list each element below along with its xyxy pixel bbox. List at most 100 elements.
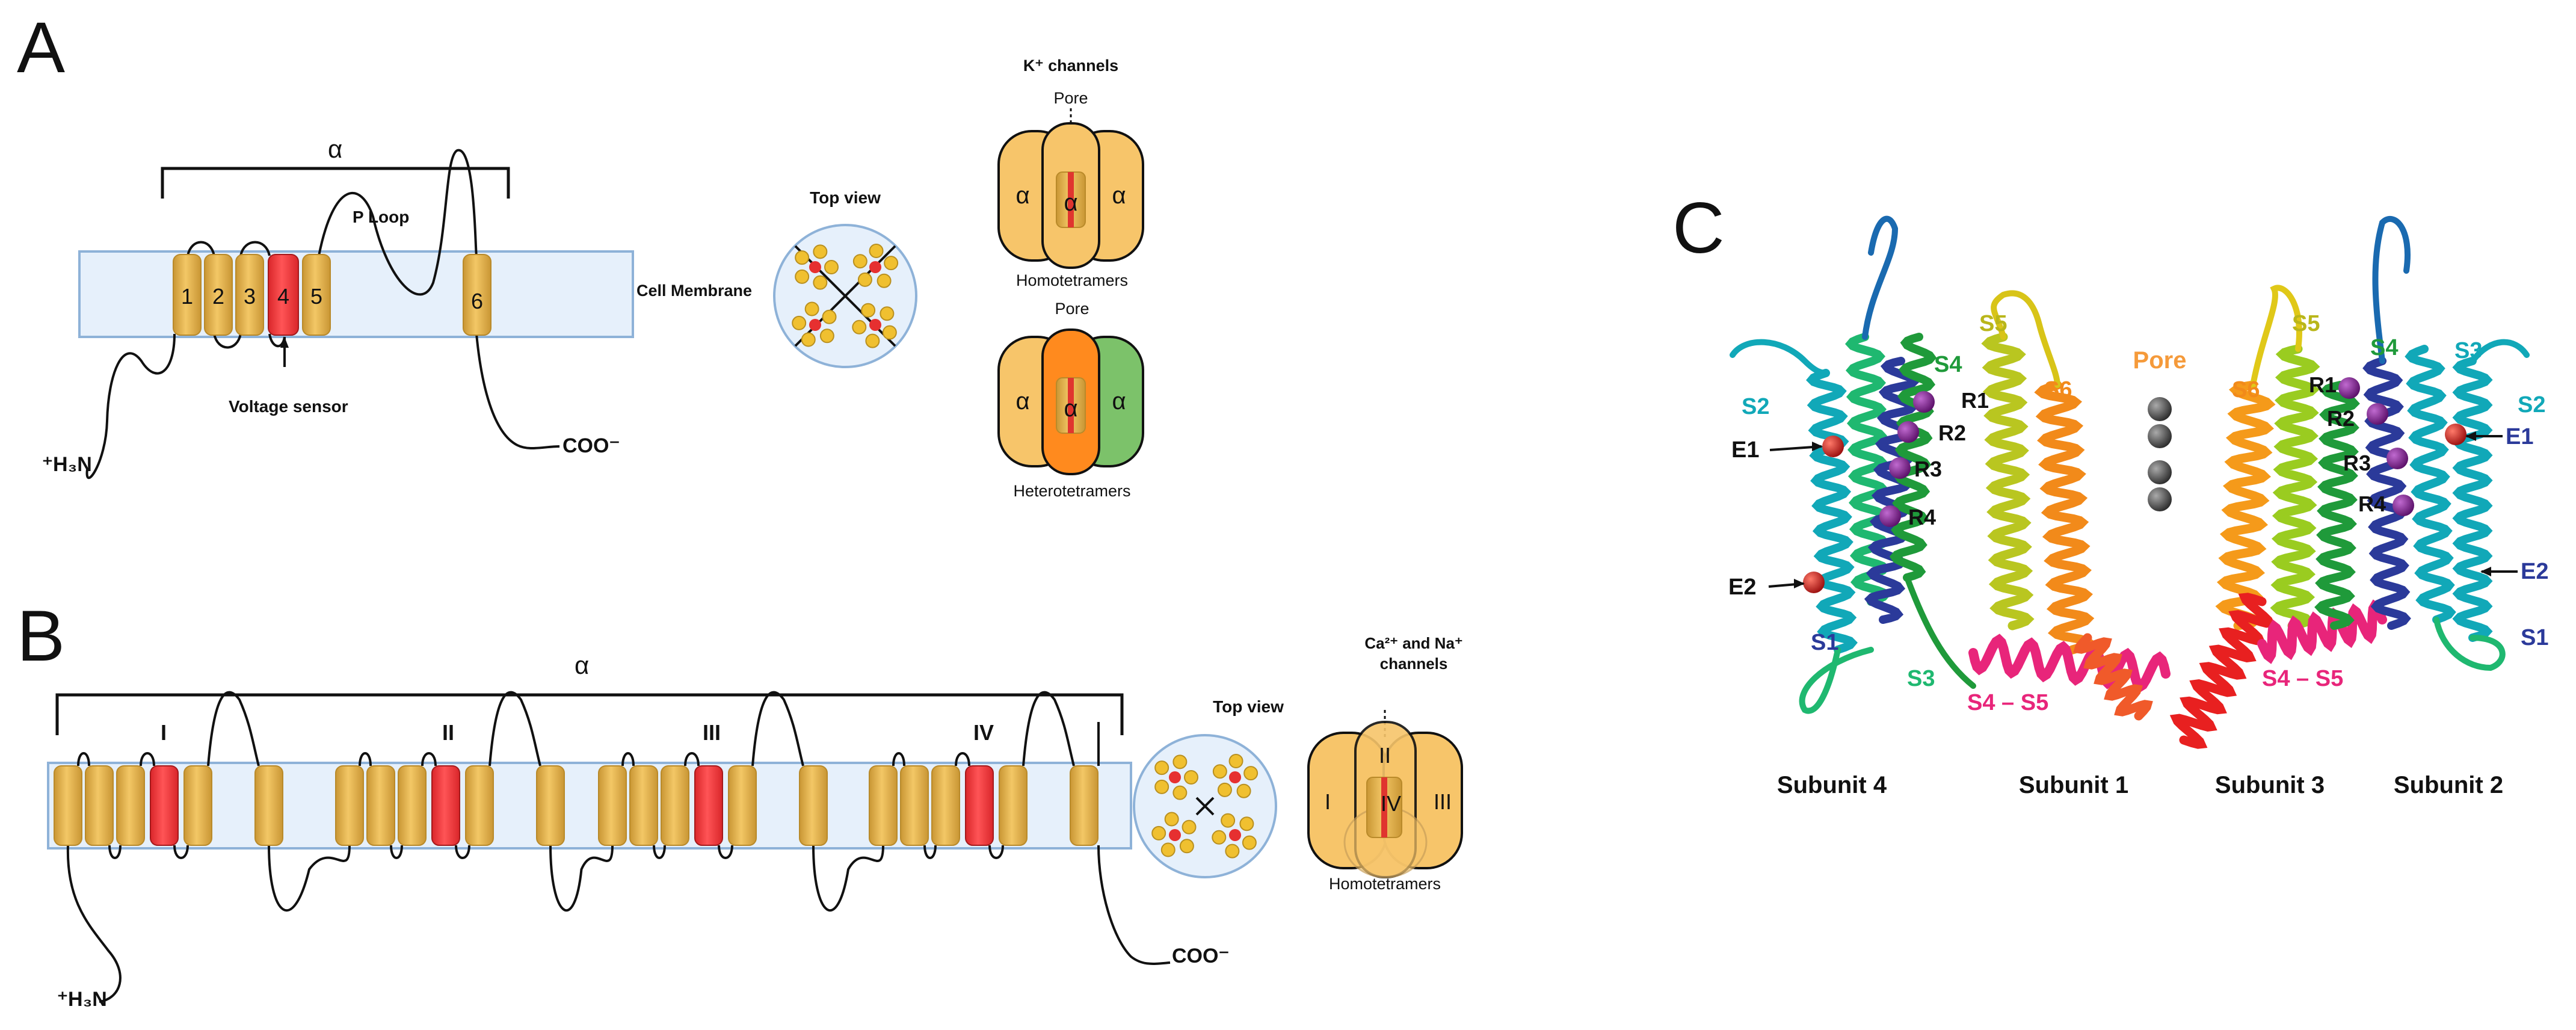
ribbon-coil [1799, 647, 1874, 714]
subunit-dot [1217, 782, 1232, 797]
tetramer-iii: III [1434, 789, 1452, 814]
svg-text:2: 2 [212, 284, 224, 309]
pore-label-homo: Pore [1053, 89, 1088, 107]
subunit-dot [795, 269, 810, 284]
ribbon-coil [2250, 285, 2302, 388]
subunit-dot [1184, 770, 1198, 785]
panel-c: C E1 E2 S2 S4 R1 R2 R3 R4 S1 S3 S5 [1672, 188, 2548, 798]
helix-5: 5 [302, 254, 331, 336]
heterotetramers-label: Heterotetramers [1013, 482, 1130, 500]
subunit-dot [1212, 830, 1227, 845]
ribbon-helix [2215, 380, 2276, 631]
subunit-4-vsd: E1 E2 S2 S4 R1 R2 R3 R4 S1 S3 [1728, 352, 1989, 691]
domain-4-helix-1 [869, 765, 898, 846]
ribbon-coil [1904, 575, 1976, 689]
subunit-dot [1182, 819, 1197, 834]
ribbon-helix [2314, 381, 2360, 630]
label-r3-right: R3 [2343, 451, 2371, 475]
subunit-dot [1239, 816, 1254, 831]
ribbon-helix [2405, 345, 2456, 624]
label-r4-right: R4 [2358, 492, 2386, 516]
ca-na-label-line2: channels [1380, 655, 1448, 673]
label-r1-right: R1 [2309, 372, 2337, 397]
subunit-dot [1221, 813, 1236, 828]
svg-text:6: 6 [471, 289, 483, 313]
domain-3-helix-4 [694, 765, 723, 846]
domain-1-helix-2 [85, 765, 114, 846]
subunit-dot [877, 273, 892, 288]
ribbon-helix [2257, 599, 2387, 664]
ribbon-helix [1844, 333, 1891, 606]
subunit-dot [884, 256, 899, 271]
subunit-dot [813, 275, 828, 290]
label-s2-left: S2 [1742, 394, 1769, 419]
pore-label-hetero: Pore [1055, 300, 1089, 318]
domain-2-helix-3 [398, 765, 427, 846]
subunit-label-2: Subunit 2 [2394, 772, 2503, 798]
label-s5-center-right: S5 [2292, 311, 2320, 336]
subunit-dot [1236, 783, 1251, 798]
domain-4-helix-6 [1070, 765, 1098, 846]
ribbon-helix [2362, 357, 2411, 630]
subunit-dot [819, 328, 834, 344]
domain-1-helix-1 [54, 765, 82, 846]
panel-a: A α Cell Membrane Voltage sensor P Loop … [17, 7, 1144, 500]
domain-1-helix-4 [150, 765, 179, 846]
domain-label-iii: III [703, 720, 721, 745]
subunit-dot [1160, 842, 1176, 857]
pore-dot [809, 319, 821, 331]
subunit-dot [1212, 764, 1227, 779]
domain-2-helix-2 [366, 765, 395, 846]
chain-a [85, 149, 560, 480]
domain-1-helix-6 [254, 765, 283, 846]
domain-4-helix-3 [931, 765, 960, 846]
label-r2-right: R2 [2327, 406, 2355, 431]
tetramer-iv: IV [1381, 791, 1401, 816]
svg-text:4: 4 [277, 284, 289, 309]
ribbon-helix [2270, 344, 2320, 631]
domain-4-helix-4 [965, 765, 994, 846]
subunit-dot [1164, 812, 1179, 827]
svg-text:1: 1 [181, 284, 193, 309]
ribbon-helix [2452, 357, 2493, 642]
label-s1-right: S1 [2521, 625, 2548, 650]
sphere-r1-left [1913, 391, 1935, 413]
label-s2-right: S2 [2518, 392, 2545, 418]
subunit-dot [882, 325, 897, 340]
svg-text:α: α [1064, 395, 1077, 422]
label-s4-right: S4 [2370, 335, 2398, 360]
pore-dot [1169, 829, 1181, 841]
alpha-bracket-b [55, 693, 1124, 735]
ribbon-coil [1862, 215, 1899, 340]
c-term-label-a: COO⁻ [562, 434, 620, 457]
ribbon-coil [1991, 290, 2060, 388]
svg-text:3: 3 [244, 284, 256, 309]
ribbon-coil [2470, 339, 2530, 364]
subunit-dot [1172, 785, 1188, 800]
label-s6-center-right: S6 [2232, 377, 2260, 402]
homotetramers-label: Homotetramers [1016, 271, 1128, 289]
label-e2-left: E2 [1728, 575, 1756, 600]
subunit-dot [880, 306, 895, 321]
svg-text:α: α [1112, 182, 1126, 209]
helix-6: 6 [463, 254, 491, 336]
n-term-label-b: ⁺H₃N [57, 988, 107, 1011]
ribbon-helix [2169, 593, 2276, 749]
subunit-dot [1151, 825, 1166, 840]
label-s3-right: S3 [2454, 338, 2482, 363]
helix-2: 2 [204, 254, 233, 336]
p-loop-label: P Loop [353, 208, 409, 226]
subunit-dot [852, 319, 867, 335]
pore-label-c: Pore [2133, 347, 2187, 374]
top-view-label-b: Top view [1213, 697, 1284, 716]
sphere-r2-left [1897, 421, 1919, 443]
subunit-dot [852, 254, 867, 269]
ca-na-tetramer-diagram: I II III IV [1307, 721, 1463, 878]
sphere-r4-right [2393, 495, 2414, 516]
panel-c-label: C [1672, 188, 1725, 268]
helix-4-voltage-sensor: 4 [268, 254, 299, 336]
sphere-e1-right [2445, 424, 2467, 445]
domain-4-helix-5 [999, 765, 1028, 846]
label-s3-left: S3 [1907, 666, 1935, 691]
label-s4s5-center-left: S4 – S5 [1967, 690, 2048, 715]
